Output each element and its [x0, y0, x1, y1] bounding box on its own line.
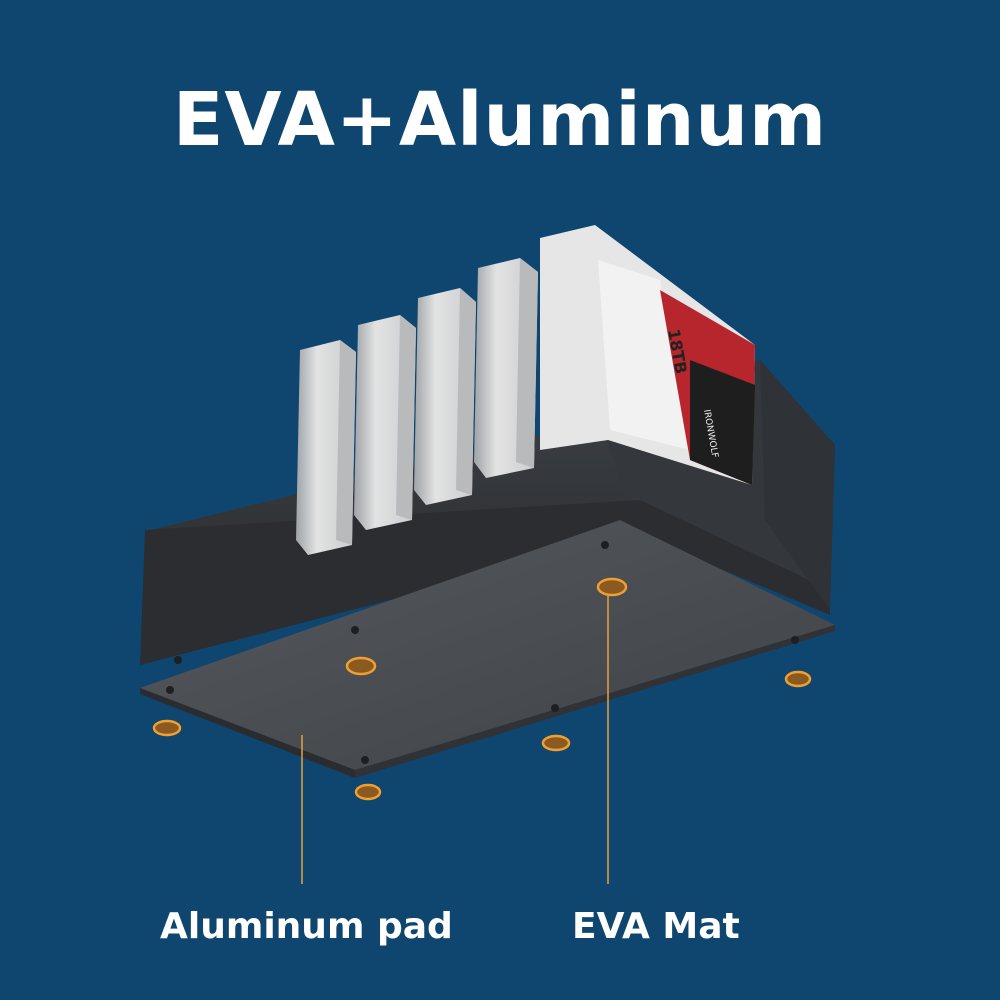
eva-ring-4	[541, 734, 571, 752]
eva-ring-5	[784, 670, 812, 688]
aluminum-pad-label: Aluminum pad	[160, 906, 453, 947]
page-title: EVA+Aluminum	[172, 77, 828, 163]
eva-ring-3	[152, 719, 182, 737]
hard-drive-3	[414, 288, 476, 505]
hard-drive-1	[296, 340, 356, 555]
hard-drive-2	[354, 315, 416, 530]
eva-ring-6	[354, 783, 382, 801]
hard-drive-4	[474, 258, 538, 478]
hard-drives: 18TB IRONWOLF	[296, 225, 755, 555]
eva-mat-label: EVA Mat	[572, 906, 740, 947]
hard-drive-5: 18TB IRONWOLF	[540, 225, 755, 485]
eva-ring-1	[596, 577, 628, 597]
eva-ring-2	[345, 656, 377, 676]
eva-mat-rings	[152, 577, 812, 801]
